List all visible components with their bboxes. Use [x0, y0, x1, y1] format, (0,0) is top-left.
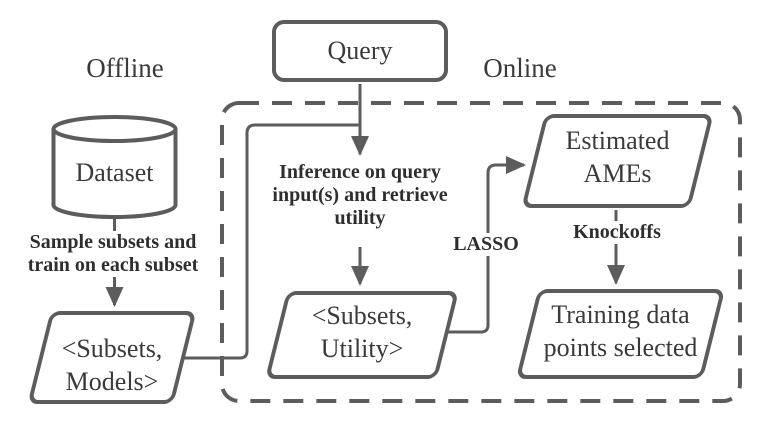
subsets-utility-label: <Subsets, Utility> [286, 299, 438, 365]
inference-edge-label: Inference on query input(s) and retrieve… [260, 161, 460, 230]
training-points-label: Training data points selected [527, 298, 714, 364]
label-line: Models> [65, 367, 159, 396]
label-line: input(s) and retrieve [272, 184, 448, 206]
label-line: Training data [551, 300, 690, 329]
estimated-ames-label: Estimated AMEs [533, 124, 702, 190]
edge-subsets-models-to-query-arrow [183, 123, 360, 360]
query-node [272, 20, 448, 82]
online-phase-label: Online [483, 53, 557, 83]
dataset-label: Dataset [75, 158, 154, 187]
label-line: AMEs [583, 159, 652, 188]
lasso-edge-label: LASSO [441, 233, 531, 256]
label-line: utility [334, 207, 386, 229]
offline-phase-label: Offline [86, 53, 164, 83]
knockoffs-edge-label: Knockoffs [561, 221, 673, 244]
subsets-models-label: <Subsets, Models> [37, 332, 187, 398]
online-region-dashed-border [220, 101, 742, 403]
label-line: Estimated [565, 126, 670, 155]
database-cylinder-icon [51, 115, 178, 219]
label-line: <Subsets, [311, 301, 413, 330]
label-line: points selected [543, 333, 698, 362]
sample-subsets-edge-label: Sample subsets and train on each subset [8, 231, 218, 277]
label-line: Sample subsets and [29, 231, 197, 253]
label-line: Inference on query [279, 161, 441, 183]
query-label: Query [327, 36, 393, 65]
label-line: train on each subset [27, 254, 199, 276]
label-line: <Subsets, [61, 334, 163, 363]
label-line: Utility> [320, 334, 404, 363]
cylinder-top [51, 115, 178, 143]
